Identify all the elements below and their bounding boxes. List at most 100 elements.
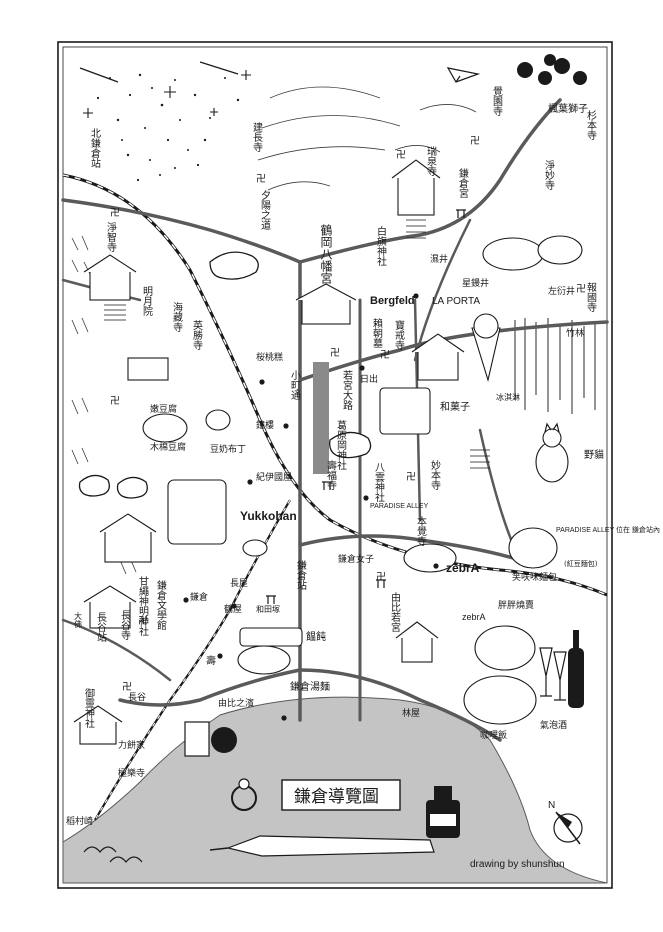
label-tsurugaoka: 鶴岡八幡宮 bbox=[319, 223, 333, 284]
label-jomyoji: 淨妙寺 bbox=[543, 160, 555, 190]
label-hokokuji: 報國寺 bbox=[585, 282, 597, 312]
label-paradise-desc: PARADISE ALLEY 位在 鎌倉站內 bbox=[556, 525, 660, 534]
svg-text:卍: 卍 bbox=[376, 571, 386, 583]
location-dots bbox=[183, 293, 439, 721]
map-title: 鎌倉導覽圖 bbox=[294, 787, 379, 807]
label-ice-cream: 冰淇淋 bbox=[496, 392, 520, 402]
label-kotokuin: 長谷寺 bbox=[119, 610, 131, 640]
label-kamakura-st: 鎌倉站 bbox=[295, 559, 307, 591]
label-zebra: zebrA bbox=[446, 561, 480, 575]
svg-text:卍: 卍 bbox=[470, 135, 480, 147]
maple-leaves bbox=[517, 54, 587, 85]
label-sakazai: 左衍井 bbox=[548, 285, 575, 297]
label-paradise-alley: PARADISE ALLEY bbox=[370, 503, 429, 510]
fountain-pen-icon bbox=[209, 835, 435, 857]
label-hase: 長谷 bbox=[128, 692, 146, 703]
label-yuigahama: 由比之濱 bbox=[218, 697, 254, 709]
label-nagaya: 長屋 bbox=[230, 578, 248, 589]
bamboo-grove bbox=[514, 318, 596, 414]
label-udon: 饂飩 bbox=[306, 630, 326, 643]
label-zebra-sign: zebrA bbox=[462, 612, 486, 622]
label-jochiji: 淨智寺 bbox=[105, 222, 117, 252]
label-yakumo: 八雲神社 bbox=[373, 462, 385, 503]
svg-text:卍: 卍 bbox=[330, 347, 340, 359]
label-gokuraku: 極樂寺 bbox=[118, 767, 145, 779]
label-myohonji: 妙本寺 bbox=[429, 459, 441, 490]
label-shinsuke: 鐘樓 bbox=[256, 419, 274, 431]
svg-text:卍: 卍 bbox=[406, 471, 416, 483]
label-inamuragasaki: 稻村崎 bbox=[66, 815, 93, 827]
label-chinese-noodle: 鎌倉湯麵 bbox=[290, 680, 330, 693]
label-pancake: 胖胖燒賣 bbox=[498, 599, 534, 611]
stars-sparkles bbox=[83, 70, 251, 118]
temple-stairs bbox=[104, 219, 490, 469]
label-kinoshita: 木棉豆腐 bbox=[150, 441, 186, 453]
label-fuuyou: 楓葉獅子 bbox=[548, 102, 588, 115]
svg-text:卍: 卍 bbox=[110, 395, 120, 407]
compass-label: N bbox=[548, 800, 555, 811]
glasses-icon bbox=[539, 647, 567, 701]
label-beer: 氣泡酒 bbox=[540, 719, 567, 731]
label-itadaki: 鎌倉 bbox=[190, 591, 208, 603]
label-nokenoka: 野貓 bbox=[584, 448, 604, 461]
label-hase-st: 長谷站 bbox=[95, 612, 107, 643]
label-hongakuji: 本覺寺 bbox=[415, 515, 427, 546]
label-yoritomo: 賴朝墓 bbox=[371, 317, 383, 348]
label-tofu: 嫩豆腐 bbox=[150, 403, 177, 415]
ice-cream-icon bbox=[471, 313, 501, 383]
label-kotobuki: 壽 bbox=[206, 654, 216, 667]
label-bamboo: 竹林 bbox=[566, 327, 584, 339]
svg-text:卍: 卍 bbox=[256, 173, 266, 185]
paper-plane-icon bbox=[446, 67, 481, 83]
wakamiya-oji-avenue bbox=[313, 362, 329, 474]
seagulls bbox=[83, 846, 143, 863]
label-yuigahama-st: 由比若宮 bbox=[389, 591, 401, 633]
shrine-gate-icons bbox=[266, 209, 466, 604]
label-sugimoto: 杉本寺 bbox=[585, 109, 597, 140]
champagne-bottle-icon bbox=[568, 630, 584, 708]
label-bergfeld: Bergfeld bbox=[370, 295, 415, 307]
label-hayashiya: 林屋 bbox=[402, 707, 420, 719]
svg-text:卍: 卍 bbox=[576, 283, 586, 295]
label-kaizoji: 海藏寺 bbox=[171, 301, 183, 332]
label-kita-kamakura: 北鎌倉站 bbox=[89, 128, 101, 169]
label-zuisenji: 瑞泉寺 bbox=[425, 146, 437, 176]
label-seiryu: 星鏝井 bbox=[462, 277, 489, 289]
label-yuhi: 夕陽之道 bbox=[259, 190, 271, 230]
label-sakura-cake: 桜桃糕 bbox=[256, 351, 283, 363]
label-kamakura-museum: 鎌倉文學館 bbox=[155, 579, 167, 631]
shooting-stars bbox=[79, 61, 239, 83]
label-hinode: 日出 bbox=[360, 373, 378, 385]
svg-text:卍: 卍 bbox=[138, 615, 148, 627]
label-goryo: 御靈神社 bbox=[83, 687, 95, 729]
svg-text:卍: 卍 bbox=[122, 681, 132, 693]
compass-icon: N bbox=[548, 800, 583, 845]
chikara-mochi-icon bbox=[184, 721, 237, 757]
label-shikke: 濕井 bbox=[430, 253, 448, 265]
label-meigetsuin: 明月院 bbox=[141, 286, 153, 317]
label-tsuruya: 鶴屋 bbox=[224, 603, 242, 615]
mountain-hatching bbox=[257, 86, 477, 191]
label-shirahata: 白旗神社 bbox=[375, 225, 387, 267]
svg-text:卍: 卍 bbox=[380, 349, 390, 361]
vertical-labels: 北鎌倉站 淨智寺 明月院 建長寺 鶴岡八幡宮 報國寺 淨妙寺 鎌倉宮 瑞泉寺 覺… bbox=[74, 85, 597, 729]
starry-sky-decoration bbox=[96, 73, 240, 182]
svg-text:卍: 卍 bbox=[396, 149, 406, 161]
ink-bottle-icon bbox=[426, 786, 460, 838]
label-curry: 咖哩飯 bbox=[480, 729, 507, 741]
temple-symbols: 卍卍卍 卍卍卍 卍卍卍 卍卍卍 bbox=[110, 135, 586, 693]
label-kakuonji: 覺園寺 bbox=[491, 85, 503, 116]
label-wakamiya: 若宮大路 bbox=[341, 369, 353, 411]
pigeon-birds bbox=[78, 251, 372, 499]
svg-text:卍: 卍 bbox=[110, 207, 120, 219]
label-daibutsu: 大佛 bbox=[74, 611, 83, 629]
cat-icon bbox=[535, 422, 569, 483]
label-tofu-pudding: 豆奶布丁 bbox=[210, 443, 246, 455]
label-nishiki: 鎌倉女子 bbox=[338, 553, 374, 565]
label-ryuko: 力餅家 bbox=[118, 739, 145, 751]
label-wadatsuka: 和田塚 bbox=[256, 605, 280, 614]
label-kinokuniya: 紀伊國屋 bbox=[256, 471, 292, 483]
label-amanawa: 甘繩神明神社 bbox=[137, 575, 149, 637]
food-illustrations bbox=[142, 235, 583, 725]
